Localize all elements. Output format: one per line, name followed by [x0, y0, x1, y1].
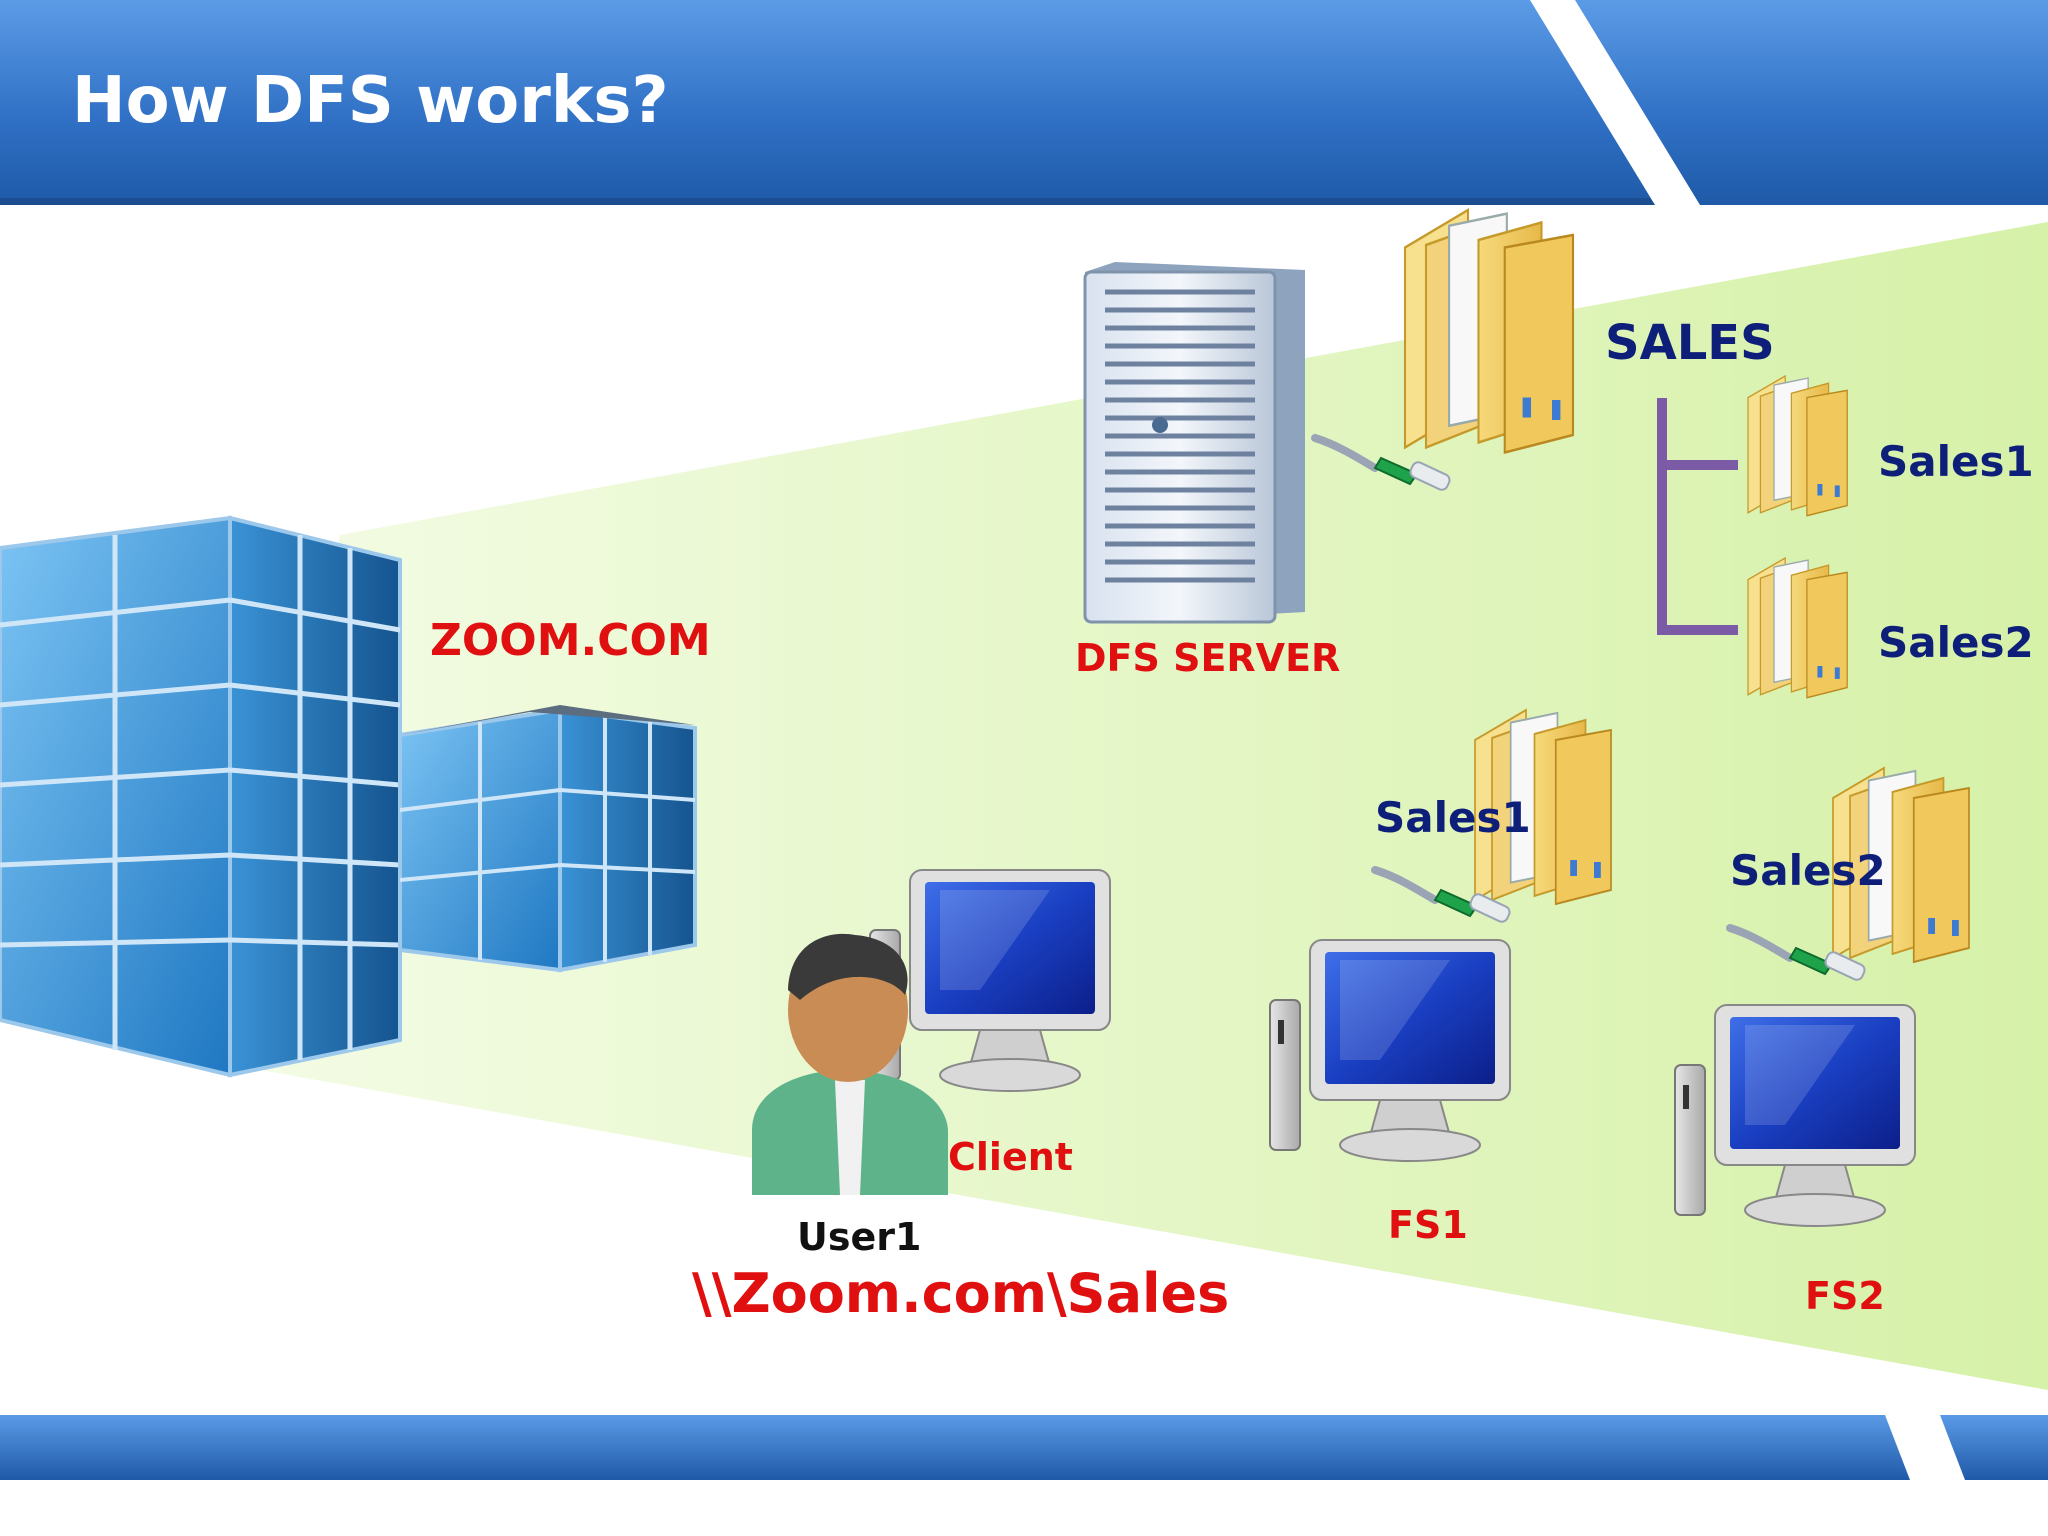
sales-root-label: SALES: [1605, 315, 1775, 371]
tree-sales1-label: Sales1: [1878, 437, 2034, 486]
domain-label: ZOOM.COM: [430, 615, 711, 666]
fs2-label: FS2: [1805, 1274, 1885, 1318]
user-icon: [752, 933, 948, 1195]
user-label: User1: [797, 1215, 922, 1259]
tree-connector: [1657, 398, 1738, 635]
tree-sales2-label: Sales2: [1878, 618, 2034, 667]
client-label: Client: [948, 1135, 1073, 1179]
slide-title: How DFS works?: [72, 64, 669, 138]
fs2-share-label: Sales2: [1730, 846, 1886, 895]
folder-icon: [1403, 208, 1575, 454]
folder-icon: [1747, 375, 1848, 517]
fs1-share-label: Sales1: [1375, 793, 1531, 842]
building-icon: [0, 515, 697, 1078]
server-icon: [1083, 262, 1305, 624]
unc-path-label: \\Zoom.com\Sales: [692, 1262, 1230, 1325]
folder-icon: [1747, 557, 1848, 699]
fs1-label: FS1: [1388, 1203, 1468, 1247]
dfs-server-label: DFS SERVER: [1075, 636, 1341, 680]
